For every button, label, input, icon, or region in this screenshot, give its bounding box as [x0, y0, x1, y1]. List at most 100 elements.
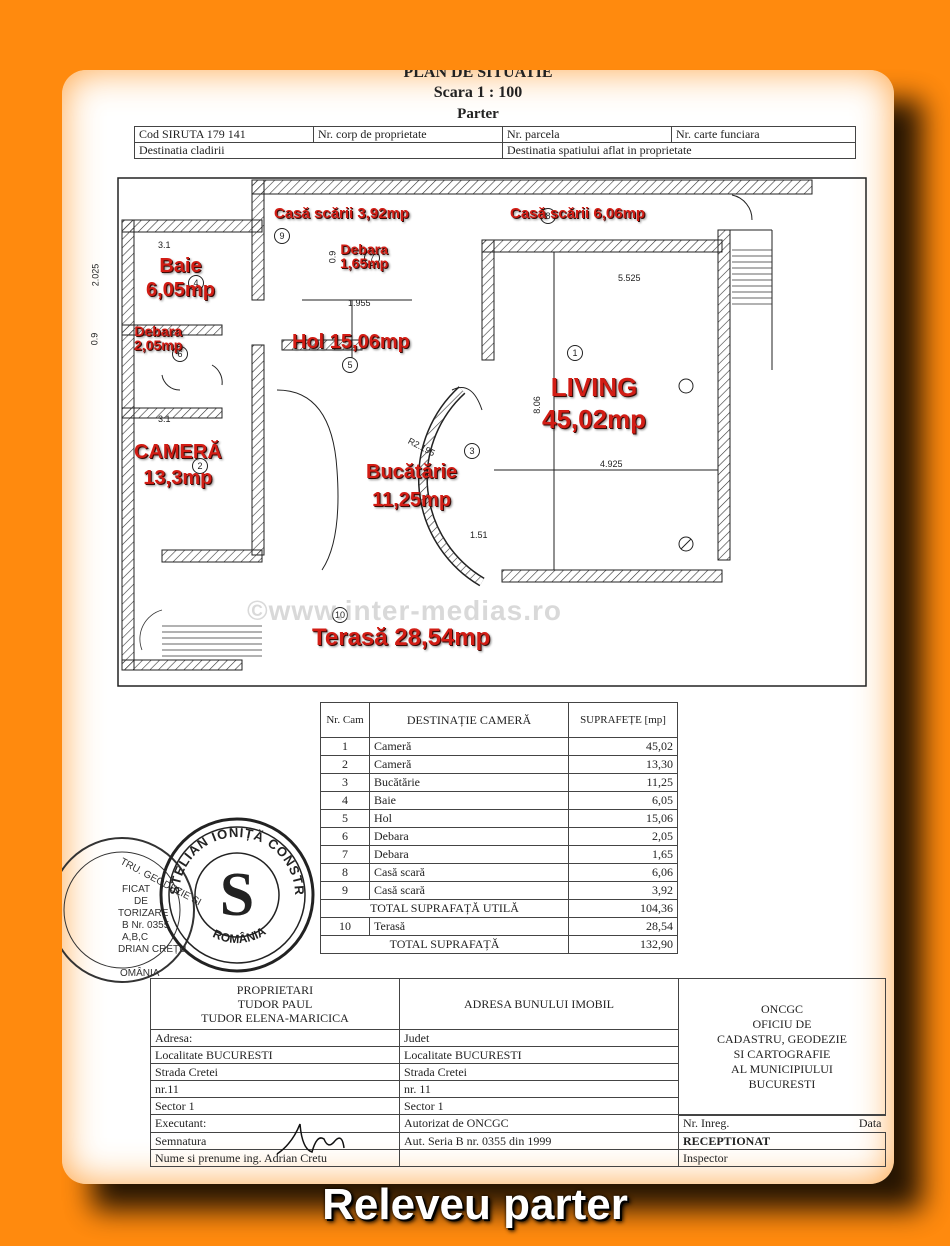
fixture-circle	[678, 378, 694, 394]
cell-nr: 2	[320, 755, 370, 774]
stamp-line: TORIZARE	[118, 908, 169, 919]
owner-name: TUDOR PAUL	[237, 997, 313, 1011]
label-area: 13,3mp	[143, 467, 213, 489]
owner-table: PROPRIETARI TUDOR PAUL TUDOR ELENA-MARIC…	[150, 978, 886, 1167]
cell-dest: Terasă	[369, 917, 569, 936]
label-area: 6,05mp	[146, 279, 215, 301]
mid-row: Autorizat de ONCGC	[399, 1114, 679, 1133]
dim-label: 1.51	[470, 530, 488, 540]
wall-stair-left	[251, 179, 265, 301]
cell-area: 1,65	[568, 845, 678, 864]
dim-label: 8.06	[531, 396, 542, 414]
cell-nr: 4	[320, 791, 370, 810]
room-number: 8	[540, 208, 556, 224]
cell-dest: Baie	[369, 791, 569, 810]
data-label: Data	[858, 1116, 882, 1130]
oncgc-line: SI CARTOGRAFIE	[733, 1046, 831, 1061]
stairs-left	[139, 609, 262, 657]
plan-title: PLAN DE SITUATIE	[403, 70, 553, 81]
label-text: LIVING	[550, 372, 638, 402]
oncgc-line: OFICIU DE	[752, 1016, 812, 1031]
wall-room-right	[251, 344, 265, 556]
dim-label: 2.025	[90, 263, 101, 287]
cell-nr: 6	[320, 827, 370, 846]
cell-nr: 3	[320, 773, 370, 792]
label-camera: CAMERĂ 13,3mp	[134, 442, 222, 488]
stamp-line: OMÂNIA	[120, 966, 160, 979]
cell-total-util-label: TOTAL SUPRAFAȚĂ UTILĂ	[320, 899, 569, 918]
label-casa-scarii-2: Casă scării 6,06mp	[510, 205, 646, 222]
cell-area: 6,06	[568, 863, 678, 882]
cell-nr: 9	[320, 881, 370, 900]
left-row: Strada Cretei	[150, 1063, 400, 1081]
label-debara-top: Debara 1,65mp	[340, 242, 388, 270]
cell-area: 11,25	[568, 773, 678, 792]
plan-level: Parter	[457, 106, 499, 122]
cell-dest: Casă scară	[369, 881, 569, 900]
left-row: Localitate BUCURESTI	[150, 1046, 400, 1064]
cell-total-value: 132,90	[568, 935, 678, 954]
room-number: 10	[332, 607, 348, 623]
label-hol: Hol 15,06mp	[292, 331, 410, 353]
label-area: 45,02mp	[542, 404, 647, 434]
dest-spatiu: Destinatia spatiului aflat in proprietat…	[502, 142, 856, 159]
room-number: 7	[364, 250, 380, 266]
label-terasa: Terasă 28,54mp	[312, 624, 491, 651]
col-header-suprafete: SUPRAFEȚE [mp]	[568, 702, 678, 738]
floor-plan	[117, 177, 867, 687]
dim-label: 3.1	[158, 240, 171, 250]
cell-nr: 8	[320, 863, 370, 882]
label-living: LIVING 45,02mp	[542, 374, 646, 432]
wall-living-left	[481, 239, 495, 361]
mid-row: nr. 11	[399, 1080, 679, 1098]
oncgc-line: AL MUNICIPIULUI	[731, 1061, 833, 1076]
inspector-label: Inspector	[678, 1149, 886, 1167]
document-page: PLAN DE SITUATIE Scara 1 : 100 Parter Co…	[62, 70, 894, 1184]
room-number: 3	[464, 443, 480, 459]
page-caption: Releveu parter	[322, 1180, 628, 1229]
label-text: Debara	[134, 323, 182, 339]
label-area: 1,65mp	[340, 255, 389, 271]
oncgc-line: ONCGC	[760, 1001, 803, 1016]
cell-area: 13,30	[568, 755, 678, 774]
dim-label: 3.1	[158, 414, 171, 424]
label-area: 2,05mp	[134, 337, 183, 353]
area-table: Nr. Cam DESTINAȚIE CAMERĂ SUPRAFEȚE [mp]…	[320, 702, 678, 954]
dim-label: 0.9	[89, 332, 100, 346]
nr-inreg-cell: Nr. Inreg. Data	[679, 1115, 886, 1132]
nr-inreg-label: Nr. Inreg.	[683, 1116, 730, 1130]
dim-label: 1.955	[348, 298, 371, 308]
wall-bottom	[501, 569, 723, 583]
proprietari-title: PROPRIETARI	[236, 983, 314, 997]
signature	[276, 1123, 345, 1155]
label-text: CAMERĂ	[134, 441, 222, 463]
mid-row: Aut. Seria B nr. 0355 din 1999	[399, 1132, 679, 1150]
cell-total-label: TOTAL SUPRAFAȚĂ	[320, 935, 569, 954]
watermark: ©www.inter-medias.ro	[247, 595, 562, 626]
cell-dest: Debara	[369, 845, 569, 864]
wall-top-left	[121, 219, 263, 233]
wall-bath	[121, 324, 223, 336]
label-baie: Baie 6,05mp	[146, 256, 215, 300]
plan-boundary	[117, 177, 867, 687]
receptionat-label: RECEPTIONAT	[678, 1132, 886, 1150]
mid-row: Strada Cretei	[399, 1063, 679, 1081]
col-header-destinatie: DESTINAȚIE CAMERĂ	[369, 702, 569, 738]
cell-area: 45,02	[568, 737, 678, 756]
certification-stamp: TRU. GEODEZIE SI CARTOGRAFIE FICAT DE TO…	[62, 837, 202, 983]
room-number: 5	[342, 357, 358, 373]
oncgc-cell: ONCGC OFICIU DE CADASTRU, GEODEZIE SI CA…	[678, 978, 886, 1115]
cell-dest: Casă scară	[369, 863, 569, 882]
cell-total-util-value: 104,36	[568, 899, 678, 918]
wall-bottom-left	[161, 549, 263, 563]
cell-nr: 10	[320, 917, 370, 936]
